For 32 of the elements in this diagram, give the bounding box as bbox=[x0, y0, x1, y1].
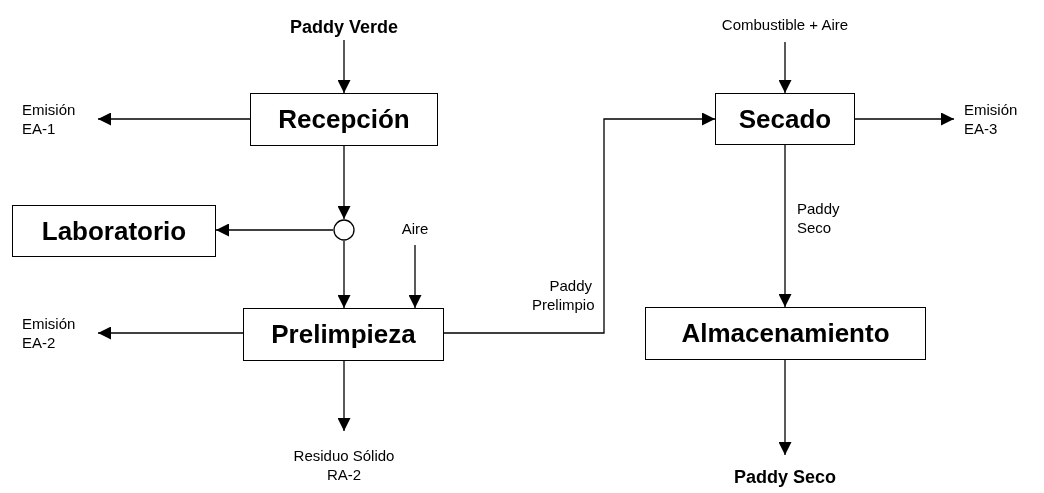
arrow bbox=[337, 145, 351, 220]
flow-label: Emisión EA-3 bbox=[964, 101, 1019, 139]
arrow bbox=[778, 144, 792, 308]
flow-label: Residuo Sólido RA-2 bbox=[292, 447, 396, 485]
arrow bbox=[443, 112, 716, 334]
process-label: Laboratorio bbox=[41, 215, 187, 247]
arrow bbox=[97, 112, 251, 126]
arrow bbox=[215, 223, 334, 237]
edge-label: Paddy Prelimpio bbox=[532, 277, 592, 315]
process-box bbox=[250, 93, 438, 146]
flow-label: Paddy Seco bbox=[733, 466, 836, 488]
process-box bbox=[645, 307, 926, 360]
arrow bbox=[854, 112, 955, 126]
process-label: Secado bbox=[738, 103, 832, 135]
process-label: Recepción bbox=[278, 104, 410, 135]
flow-label: Aire bbox=[401, 219, 429, 239]
flow-label: Emisión EA-1 bbox=[22, 101, 77, 139]
arrow bbox=[408, 244, 422, 309]
arrow bbox=[337, 39, 351, 94]
arrow bbox=[337, 360, 351, 432]
arrow bbox=[97, 326, 244, 340]
process-label: Almacenamiento bbox=[681, 318, 890, 349]
arrow bbox=[778, 41, 792, 94]
process-label: Prelimpieza bbox=[271, 319, 416, 350]
process-box bbox=[12, 205, 216, 257]
process-box bbox=[243, 308, 444, 361]
flow-label: Emisión EA-2 bbox=[22, 315, 77, 353]
process-box bbox=[715, 93, 855, 145]
flow-label: Paddy Verde bbox=[289, 16, 399, 38]
arrow bbox=[337, 240, 351, 309]
arrow bbox=[778, 359, 792, 456]
flow-label: Combustible + Aire bbox=[721, 15, 849, 35]
